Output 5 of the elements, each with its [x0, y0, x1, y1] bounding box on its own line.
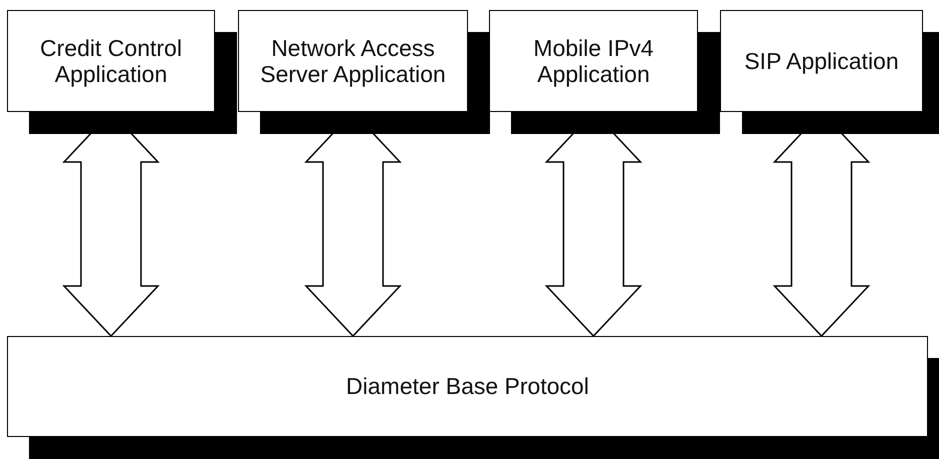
box-label: SIP Application	[744, 48, 899, 74]
box-label: Mobile IPv4 Application	[532, 34, 655, 88]
box-label: Network Access Server Application	[259, 34, 447, 88]
box-label: Diameter Base Protocol	[346, 373, 589, 400]
box-label: Credit Control Application	[39, 34, 183, 88]
